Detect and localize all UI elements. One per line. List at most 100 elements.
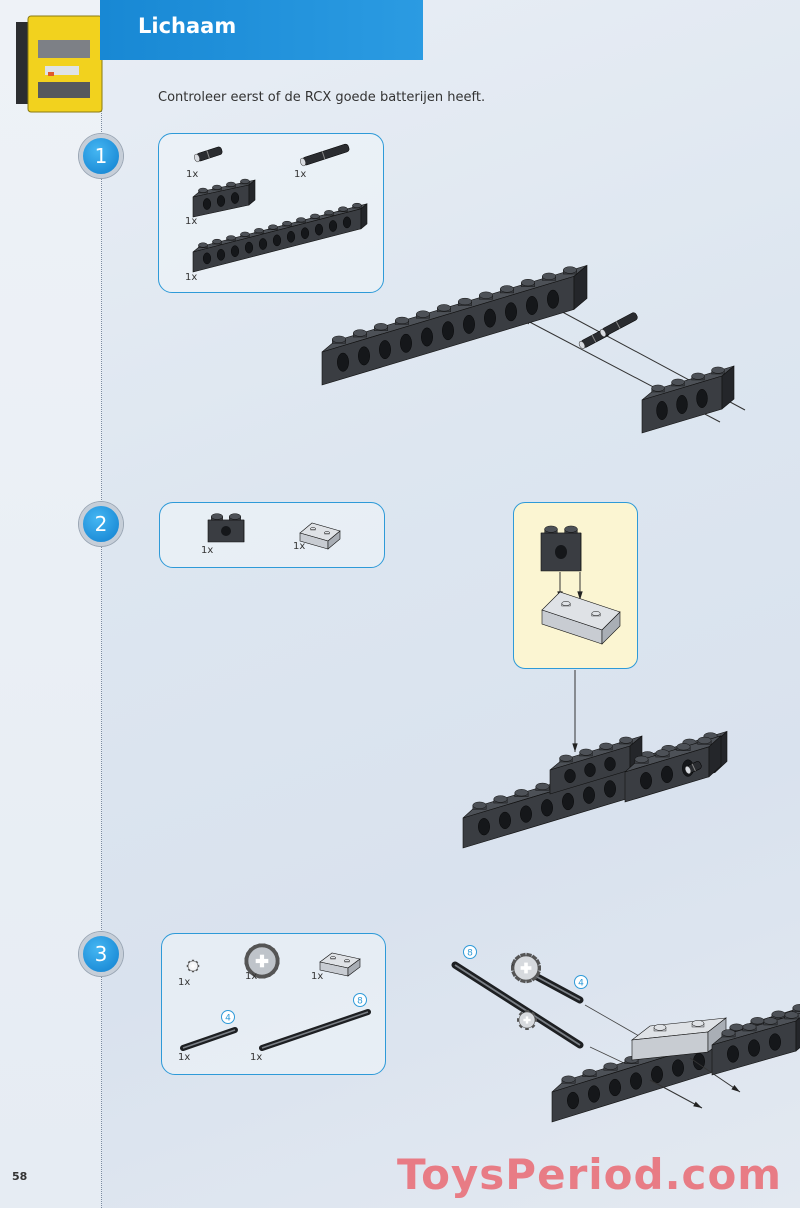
stud [268, 224, 278, 230]
page-number: 58 [12, 1170, 28, 1183]
connector-peg [194, 146, 223, 163]
pin-hole [421, 327, 433, 347]
axle-4-length-badge [221, 1010, 235, 1024]
stud [563, 266, 577, 274]
step-1-badge: 1 [79, 134, 123, 178]
technic-beam-1x12 [551, 1004, 800, 1123]
stud [676, 743, 691, 751]
stud [561, 601, 571, 606]
pin-hole [567, 1091, 579, 1110]
pin-hole [564, 769, 576, 783]
axle-length-label: 8 [467, 949, 473, 959]
peg-end [194, 153, 200, 163]
beam-end [248, 179, 256, 206]
stud [210, 513, 224, 520]
pin-hole [584, 763, 596, 777]
pin-hole [676, 395, 688, 414]
pin-hole [769, 1033, 781, 1051]
pin-hole [202, 252, 212, 265]
pin-hole [547, 289, 559, 309]
stud [228, 513, 242, 520]
axle-hole [255, 958, 269, 964]
pin-hole [230, 192, 240, 204]
pin-hole [505, 302, 517, 322]
qty-label: 1x [294, 169, 307, 180]
axle-hole [520, 966, 532, 970]
pin-hole [202, 198, 212, 210]
technic-beam-1x4 [549, 735, 643, 795]
qty-label: 1x [178, 1052, 191, 1063]
stud [691, 372, 705, 380]
plate-2x2 [630, 1017, 728, 1061]
stud [472, 801, 487, 809]
pin-hole [478, 818, 490, 836]
stud [579, 748, 593, 756]
stud [310, 527, 316, 531]
pin-hole [696, 389, 708, 408]
technic-beam-1x4 [711, 1011, 800, 1076]
stud [332, 335, 346, 343]
qty-label: 1x [185, 272, 198, 283]
stud [544, 525, 558, 533]
stud [535, 782, 550, 791]
pin-hole [484, 308, 496, 328]
pin-hole [661, 765, 673, 783]
long-connector-peg [599, 312, 638, 337]
pin-hole [342, 216, 352, 229]
pin-hole [520, 805, 532, 823]
peg-end [578, 341, 586, 349]
peg-body [302, 143, 350, 166]
step-2-badge: 2 [79, 502, 123, 546]
stud [500, 285, 514, 293]
stud [344, 959, 350, 963]
stud [771, 1010, 786, 1018]
long-connector-peg [300, 143, 350, 167]
stud [458, 297, 472, 306]
axle-8-length-badge [353, 993, 367, 1007]
stud [521, 279, 535, 287]
stud [721, 1029, 736, 1037]
step-2-parts-box [159, 502, 385, 568]
pin-hole [328, 220, 338, 232]
stud [493, 795, 508, 803]
stud [395, 316, 409, 325]
peg-ridge [206, 150, 210, 159]
pin-hole [221, 526, 231, 536]
peg-ridge [591, 334, 597, 343]
pin-hole [604, 757, 616, 771]
pin-hole [630, 1072, 642, 1090]
beam-end [347, 958, 361, 977]
pin-hole [337, 352, 349, 372]
stud [296, 217, 306, 223]
stud [212, 184, 222, 190]
pin-hole [216, 195, 226, 207]
stud [353, 329, 367, 337]
stud [212, 238, 222, 244]
qty-label: 1x [293, 541, 306, 552]
insert-arrow [649, 1079, 703, 1109]
axle-highlight [454, 964, 581, 1046]
plate-2x2 [319, 952, 361, 977]
technic-beam-1x4 [192, 178, 256, 218]
axle-hole [523, 1018, 531, 1022]
pin-hole [748, 1039, 760, 1057]
technic-beam-1x12 [192, 202, 368, 273]
stud [416, 310, 430, 318]
stud [697, 736, 712, 745]
margin-divider [101, 60, 102, 1208]
stud [437, 304, 451, 312]
stud [742, 1023, 757, 1031]
beam-end [573, 264, 588, 311]
watermark: ToysPeriod.com [397, 1150, 783, 1199]
arrow-head [693, 1101, 702, 1108]
pin-hole [286, 230, 296, 243]
technic-beam-1x4 [641, 365, 735, 434]
beam-end [601, 611, 621, 645]
step-1-assembly [321, 264, 746, 434]
gear-8-tooth [186, 959, 200, 973]
beam-end [708, 735, 722, 778]
stud [542, 272, 556, 280]
axle-length-label: 4 [225, 1014, 231, 1024]
peg-end [300, 157, 306, 167]
stud [240, 178, 250, 184]
